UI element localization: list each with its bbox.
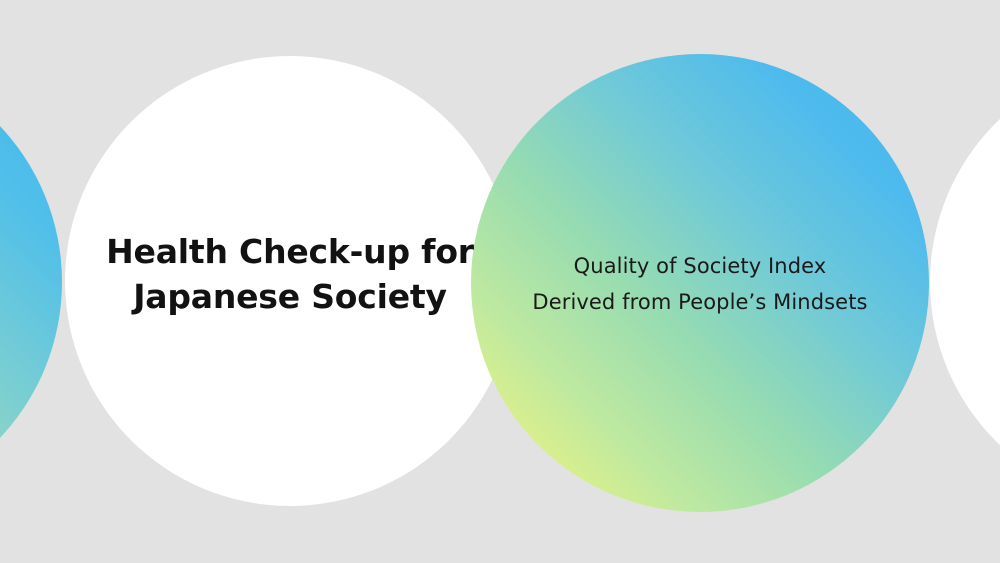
page-subtitle: Quality of Society Index Derived from Pe… xyxy=(485,248,915,320)
page-subtitle-line-1: Quality of Society Index xyxy=(573,254,827,278)
subtitle-circle-gradient xyxy=(471,54,929,512)
page-title-line-2: Japanese Society xyxy=(133,277,447,316)
page-title: Health Check-up for Japanese Society xyxy=(80,229,500,319)
page-title-line-1: Health Check-up for xyxy=(106,232,474,271)
title-circle-white xyxy=(65,56,515,506)
page-subtitle-line-2: Derived from People’s Mindsets xyxy=(532,290,868,314)
